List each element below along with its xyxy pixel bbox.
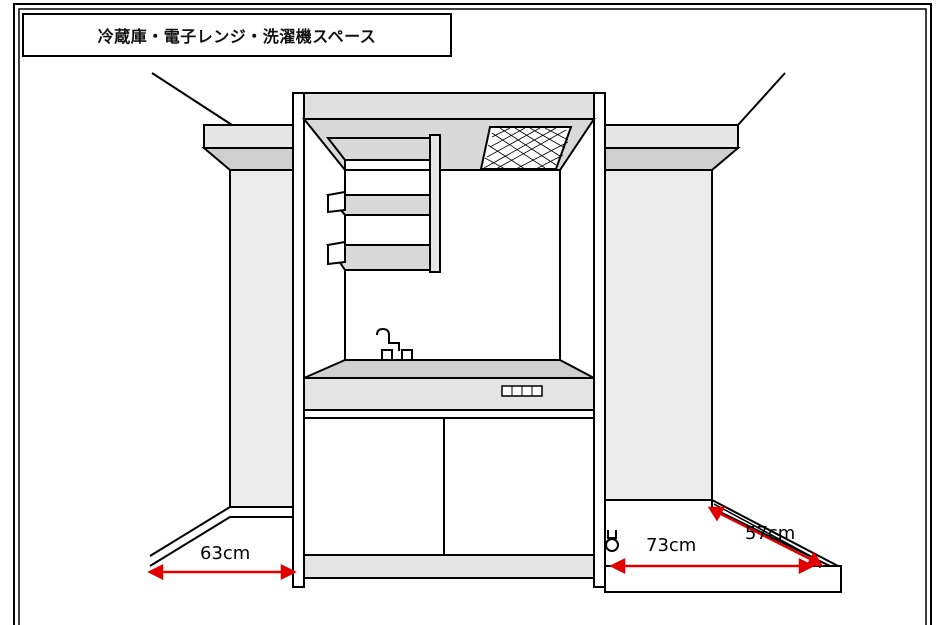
cabinet-door-right <box>443 417 595 556</box>
ceiling-line-left <box>151 72 233 126</box>
cabinet-door-left <box>303 417 445 556</box>
left-wall <box>229 169 301 508</box>
title-box: 冷蔵庫・電子レンジ・洗濯機スペース <box>22 13 452 57</box>
vent-grille <box>479 126 573 170</box>
dimension-arrow-73cm <box>609 557 815 575</box>
dimension-label-left: 63cm <box>200 543 251 564</box>
page-title: 冷蔵庫・電子レンジ・洗濯機スペース <box>97 27 377 46</box>
dimension-label-width: 73cm <box>646 535 697 556</box>
left-floor-edge <box>149 506 300 557</box>
inner-border <box>18 8 927 625</box>
left-soffit-bottom <box>201 147 301 171</box>
counter-front <box>303 377 595 411</box>
top-beam <box>303 92 595 120</box>
countertop <box>303 359 595 379</box>
left-floor-edge2 <box>149 516 300 567</box>
left-post <box>292 92 305 588</box>
dimension-arrow-57cm <box>707 506 824 567</box>
drain-icon <box>605 530 619 552</box>
right-soffit-bottom <box>599 147 741 171</box>
shelf-rack <box>325 134 441 273</box>
dimension-arrow-63cm <box>147 563 297 581</box>
ceiling-line-right <box>737 72 786 126</box>
dimension-label-depth: 57cm <box>745 523 796 544</box>
cabinet-rail <box>303 409 595 419</box>
right-wall <box>599 169 713 501</box>
right-post <box>593 92 606 588</box>
right-soffit-front <box>599 124 739 149</box>
plinth <box>303 554 595 579</box>
faucet-icon <box>376 327 413 363</box>
outer-border <box>13 3 932 625</box>
vent-mesh <box>483 127 569 170</box>
left-soffit-front <box>203 124 301 149</box>
